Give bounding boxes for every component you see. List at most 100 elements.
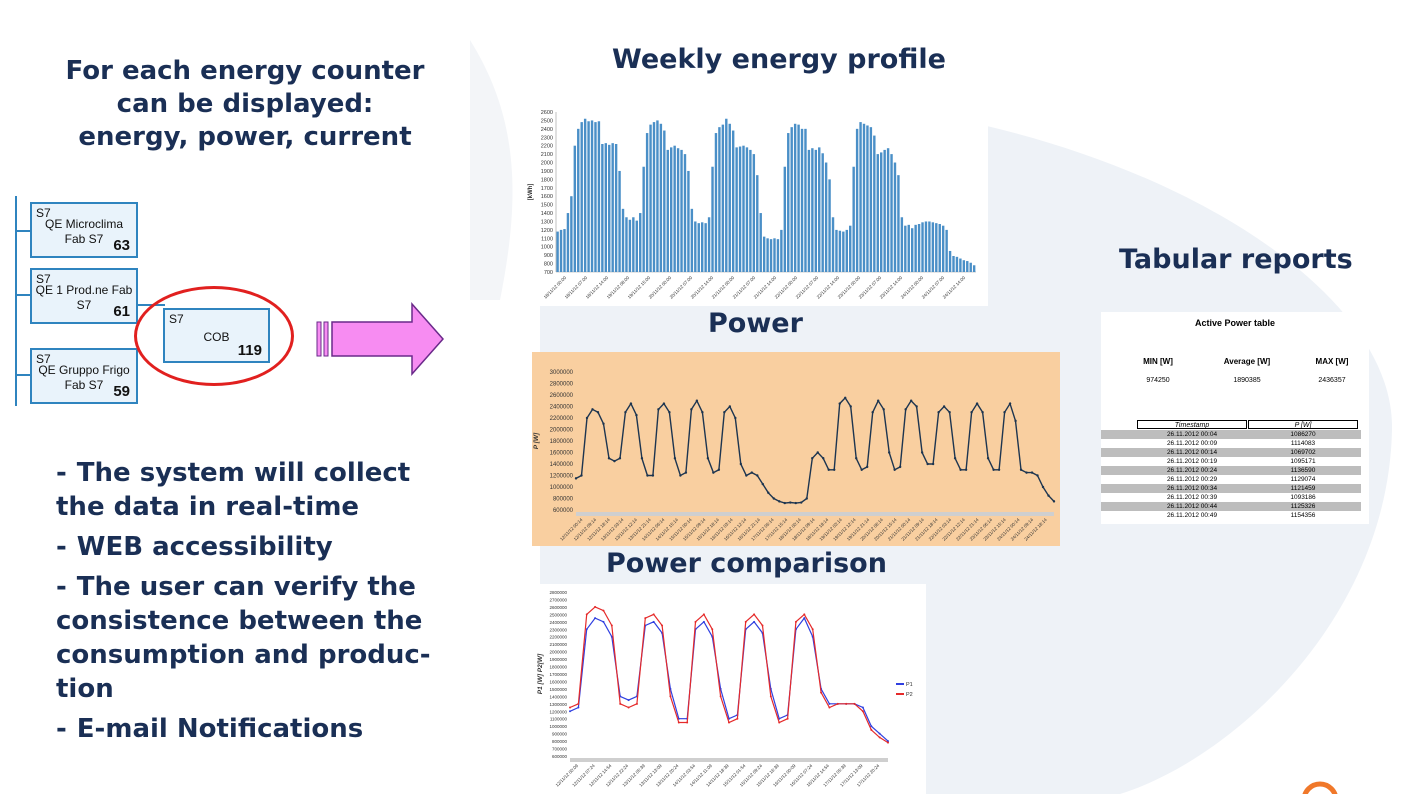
energy-bar xyxy=(666,149,669,272)
data-point xyxy=(811,457,814,460)
energy-bar xyxy=(955,256,959,272)
counter-node[interactable]: S7 QE Gruppo Frigo Fab S7 59 xyxy=(30,348,138,404)
energy-bar xyxy=(838,230,842,272)
energy-bar xyxy=(559,229,563,272)
list-item: -The user can verify the consistence bet… xyxy=(56,572,431,704)
data-point xyxy=(836,702,839,705)
data-point xyxy=(845,702,848,705)
energy-bar xyxy=(866,125,869,272)
energy-bar xyxy=(676,148,680,272)
summary-label: Average [W] xyxy=(1223,357,1271,366)
data-point xyxy=(1041,485,1045,489)
energy-bar xyxy=(580,122,583,273)
data-point xyxy=(574,477,578,480)
y-tick-label: 600000 xyxy=(552,754,568,759)
energy-bar xyxy=(907,224,910,272)
energy-bar xyxy=(855,128,859,272)
energy-bar xyxy=(707,217,711,272)
x-tick-label: 24/11/12 14:00 xyxy=(942,275,967,300)
energy-bar xyxy=(780,229,783,272)
energy-bar xyxy=(728,123,731,272)
energy-bar xyxy=(673,145,676,272)
y-tick-label: 1400 xyxy=(541,211,553,217)
data-point xyxy=(803,617,806,620)
y-tick-label: 900000 xyxy=(552,732,568,737)
chart-title: Tabular reports xyxy=(1119,244,1353,275)
data-point xyxy=(596,411,600,414)
data-point xyxy=(948,411,951,414)
data-point xyxy=(684,471,688,474)
y-tick-label: 1300000 xyxy=(549,702,567,707)
energy-bar xyxy=(566,213,570,272)
counter-node[interactable]: S7 QE 1 Prod.ne Fab S7 61 xyxy=(30,268,138,324)
series-line xyxy=(575,396,1055,504)
chart-title: Weekly energy profile xyxy=(612,44,946,75)
data-point xyxy=(1014,419,1017,423)
y-tick-label: 1000000 xyxy=(550,485,574,491)
counter-node[interactable]: S7 QE Microclima Fab S7 63 xyxy=(30,202,138,258)
weekly-energy-svg: 7008009001000110012001300140015001600170… xyxy=(528,110,976,300)
data-point xyxy=(959,468,962,471)
energy-bar xyxy=(656,120,659,272)
data-point xyxy=(753,620,756,623)
data-point xyxy=(828,702,831,705)
data-point xyxy=(769,695,772,698)
legend-label: P1 xyxy=(906,682,913,688)
data-point xyxy=(772,497,775,500)
data-point xyxy=(827,468,830,471)
chart-title: Power xyxy=(708,308,803,339)
data-point xyxy=(833,468,836,471)
data-point xyxy=(986,457,990,460)
y-tick-label: 1200000 xyxy=(550,474,574,480)
y-tick-label: 700000 xyxy=(552,747,568,752)
energy-bar xyxy=(680,149,683,272)
y-tick-label: 1600000 xyxy=(549,679,567,684)
y-tick-label: 1800000 xyxy=(549,665,567,670)
power-cell: 1114083 xyxy=(1290,440,1316,447)
y-tick-label: 2000000 xyxy=(549,650,567,655)
energy-bar xyxy=(594,122,597,273)
energy-bar xyxy=(711,166,714,272)
data-point xyxy=(1019,468,1023,471)
energy-bar xyxy=(721,124,725,272)
power-cell: 1093186 xyxy=(1290,494,1316,501)
energy-bar xyxy=(762,236,766,272)
data-point xyxy=(926,462,929,466)
data-point xyxy=(981,411,984,414)
energy-bar xyxy=(952,256,955,272)
data-point xyxy=(844,396,847,400)
energy-bar xyxy=(811,148,814,272)
energy-bar xyxy=(625,217,628,272)
data-point xyxy=(635,702,638,705)
data-point xyxy=(964,468,968,471)
energy-bar xyxy=(842,231,845,272)
energy-bar xyxy=(649,124,652,272)
y-tick-label: 800 xyxy=(544,262,553,268)
y-tick-label: 2600 xyxy=(541,110,553,116)
energy-bar xyxy=(797,124,800,272)
data-point xyxy=(577,706,580,709)
data-point xyxy=(739,462,743,466)
energy-bar xyxy=(687,170,690,272)
data-point xyxy=(585,628,588,631)
y-tick-label: 2200000 xyxy=(550,416,574,422)
energy-bar xyxy=(783,166,787,272)
data-point xyxy=(669,695,672,698)
energy-bar xyxy=(873,135,876,272)
energy-bar xyxy=(652,122,656,273)
data-point xyxy=(619,702,622,705)
energy-bar xyxy=(635,220,638,272)
energy-bar xyxy=(756,175,759,272)
data-point xyxy=(610,635,613,638)
energy-bar xyxy=(966,261,969,272)
data-point xyxy=(838,402,841,405)
data-point xyxy=(1052,500,1056,503)
data-point xyxy=(761,624,764,627)
data-point xyxy=(953,457,957,460)
energy-bar xyxy=(904,225,907,272)
timestamp-cell: 26.11.2012 00:44 xyxy=(1166,503,1218,510)
